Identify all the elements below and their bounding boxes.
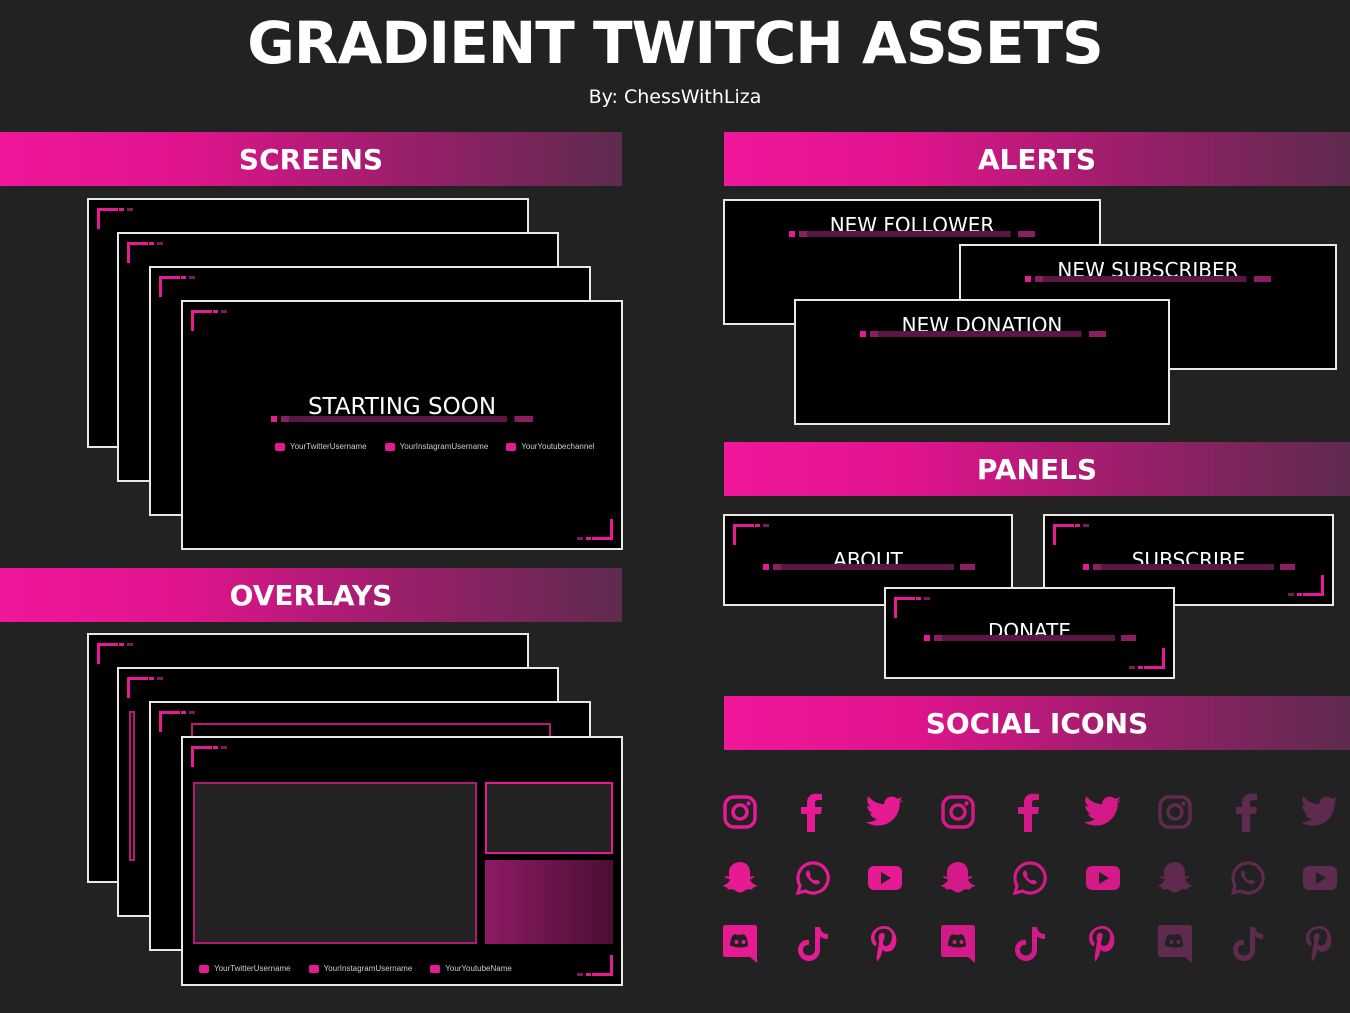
facebook-icon <box>793 792 833 832</box>
alerts-banner: ALERTS <box>724 132 1350 186</box>
overlay-preview-main: YourTwitterUsername YourInstagramUsernam… <box>181 736 623 986</box>
social-icons-heading: SOCIAL ICONS <box>925 706 1149 740</box>
twitter-icon <box>275 442 285 451</box>
social-icons-banner: SOCIAL ICONS <box>724 696 1350 750</box>
youtube-icon <box>865 858 905 898</box>
screens-heading: SCREENS <box>238 142 384 176</box>
byline: By: ChessWithLiza <box>588 86 762 108</box>
tiktok-icon <box>1010 924 1050 964</box>
screen-preview-starting-soon: STARTING SOON YourTwitterUsername YourIn… <box>181 300 623 550</box>
snapchat-icon <box>720 858 760 898</box>
alert-new-donation: NEW DONATION <box>794 299 1170 425</box>
youtube-icon <box>1300 858 1340 898</box>
whatsapp-icon <box>793 858 833 898</box>
panel-donate: DONATE <box>884 587 1175 679</box>
overlays-heading: OVERLAYS <box>229 578 393 612</box>
pinterest-icon <box>865 924 905 964</box>
screens-banner: SCREENS <box>0 132 622 186</box>
tiktok-icon <box>793 924 833 964</box>
instagram-handle: YourInstagramUsername <box>399 442 489 451</box>
facebook-icon <box>1010 792 1050 832</box>
youtube-icon <box>506 442 517 451</box>
youtube-handle: YourYoutubeName <box>445 964 512 973</box>
instagram-handle: YourInstagramUsername <box>323 964 413 973</box>
webcam-frame <box>485 782 613 854</box>
chat-box <box>485 860 613 944</box>
tiktok-icon <box>1228 924 1268 964</box>
twitter-icon <box>1083 792 1123 832</box>
label-bar <box>1025 276 1271 282</box>
panels-heading: PANELS <box>976 452 1098 486</box>
label-bar <box>1083 564 1295 570</box>
discord-icon <box>1155 924 1195 964</box>
discord-icon <box>720 924 760 964</box>
overlay-socials: YourTwitterUsername YourInstagramUsernam… <box>199 964 512 973</box>
instagram-icon <box>938 792 978 832</box>
instagram-icon <box>1155 792 1195 832</box>
label-bar <box>924 635 1136 641</box>
twitter-icon <box>199 964 209 973</box>
youtube-icon <box>430 964 441 973</box>
facebook-icon <box>1228 792 1268 832</box>
snapchat-icon <box>938 858 978 898</box>
twitter-icon <box>865 792 905 832</box>
camera-frame <box>193 782 477 944</box>
overlays-banner: OVERLAYS <box>0 568 622 622</box>
snapchat-icon <box>1155 858 1195 898</box>
page-title: GRADIENT TWITCH ASSETS <box>247 9 1104 77</box>
instagram-icon <box>308 964 319 973</box>
instagram-icon <box>384 442 395 451</box>
twitter-icon <box>1300 792 1340 832</box>
label-bar <box>763 564 975 570</box>
label-bar <box>860 331 1106 337</box>
starting-soon-label: STARTING SOON <box>307 394 497 420</box>
label-bar <box>271 416 533 422</box>
panels-banner: PANELS <box>724 442 1350 496</box>
whatsapp-icon <box>1010 858 1050 898</box>
screen-socials: YourTwitterUsername YourInstagramUsernam… <box>275 442 595 451</box>
whatsapp-icon <box>1228 858 1268 898</box>
pinterest-icon <box>1300 924 1340 964</box>
twitter-handle: YourTwitterUsername <box>214 964 291 973</box>
youtube-icon <box>1083 858 1123 898</box>
label-bar <box>789 231 1035 237</box>
pinterest-icon <box>1083 924 1123 964</box>
alerts-heading: ALERTS <box>977 142 1097 176</box>
instagram-icon <box>720 792 760 832</box>
youtube-handle: YourYoutubechannel <box>521 442 595 451</box>
discord-icon <box>938 924 978 964</box>
twitter-handle: YourTwitterUsername <box>290 442 367 451</box>
